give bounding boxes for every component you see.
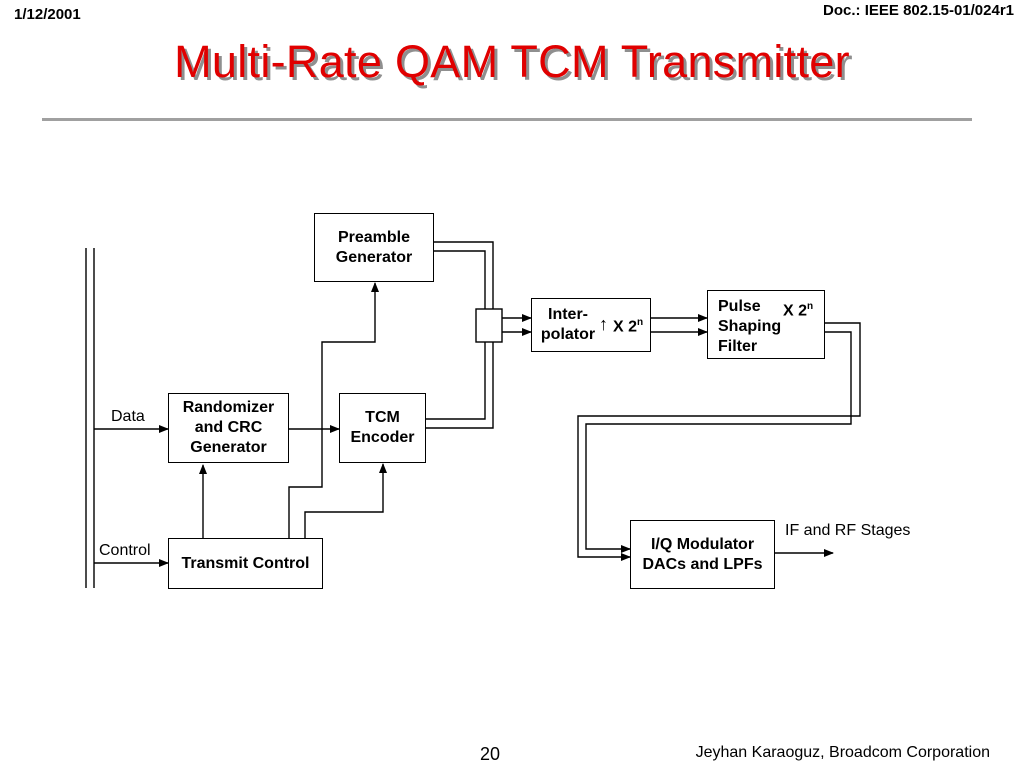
interpolator-label: Inter- polator — [540, 306, 596, 343]
slide-title: Multi-Rate QAM TCM Transmitter — [174, 36, 850, 87]
interpolator-factor: X 2n — [613, 317, 644, 336]
header-doc-id: Doc.: IEEE 802.15-01/024r1 — [823, 2, 1014, 19]
preamble-to-mux-line-outer — [434, 241, 494, 309]
randomizer-crc-label: Randomizer and CRC Generator — [182, 399, 275, 456]
tcm-to-mux-line-inner — [426, 342, 486, 420]
randomizer-crc-block: Randomizer and CRC Generator — [168, 393, 289, 463]
tc-to-tcm-arrow — [304, 463, 387, 538]
tc-to-preamble-arrow — [288, 282, 379, 538]
page-number: 20 — [480, 744, 501, 764]
preamble-generator-label: Preamble Generator — [335, 228, 413, 266]
title-divider — [42, 118, 972, 121]
preamble-to-mux-line-inner — [434, 250, 486, 309]
pulse-shaping-filter-label: Pulse Shaping Filter — [718, 298, 782, 355]
pulse-filter-factor: X 2n — [783, 301, 814, 320]
tcm-encoder-block: TCM Encoder — [339, 393, 426, 463]
header-date: 1/12/2001 — [14, 6, 81, 23]
tcm-encoder-label: TCM Encoder — [350, 409, 415, 446]
if-rf-stages-label: IF and RF Stages — [785, 522, 911, 539]
preamble-generator-block: Preamble Generator — [314, 213, 434, 282]
filter-to-iq-arrow-outer — [577, 322, 861, 561]
footer-author: Jeyhan Karaoguz, Broadcom Corporation — [695, 744, 990, 761]
transmit-control-label: Transmit Control — [181, 554, 310, 572]
control-input-label: Control — [99, 542, 151, 559]
upsample-arrow-icon: ↑ — [599, 314, 608, 334]
tcm-to-mux-line-outer — [426, 342, 494, 429]
iq-modulator-block: I/Q Modulator DACs and LPFs — [630, 520, 775, 589]
transmit-control-block: Transmit Control — [168, 538, 323, 589]
pulse-shaping-filter-block: Pulse Shaping Filter — [707, 290, 825, 359]
data-input-label: Data — [111, 408, 145, 425]
iq-modulator-label: I/Q Modulator DACs and LPFs — [642, 535, 763, 573]
filter-to-iq-arrow-inner — [585, 331, 852, 553]
interpolator-block: Inter- polator — [531, 298, 651, 352]
multiplexer-switch — [475, 308, 503, 343]
